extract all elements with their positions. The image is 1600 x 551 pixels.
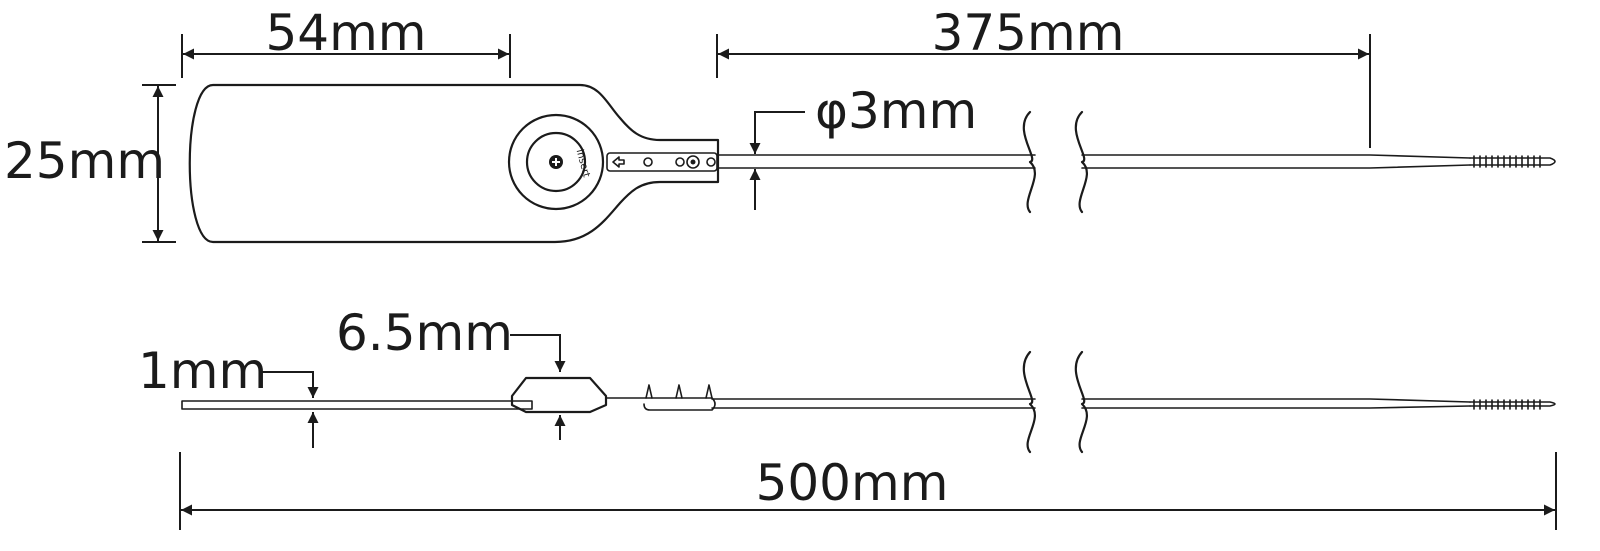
- rib-hole: [675, 157, 685, 167]
- channel: [606, 152, 718, 172]
- dim-25mm: 25mm: [4, 84, 176, 243]
- tail-side: [711, 398, 1471, 409]
- rib-hole: [686, 155, 700, 169]
- dim-phi3mm: φ3mm: [749, 82, 977, 210]
- label-6.5mm: 6.5mm: [336, 304, 513, 362]
- rib-hole: [706, 157, 716, 167]
- dim-54mm: 54mm: [181, 4, 511, 78]
- head-inner-ring: [525, 131, 587, 193]
- barbed-tip: [1469, 155, 1556, 168]
- label-phi3mm: φ3mm: [815, 82, 977, 140]
- dim-6.5mm: 6.5mm: [336, 304, 566, 440]
- side-view: [181, 350, 1556, 454]
- break-symbol-side: [1022, 350, 1036, 454]
- label-1mm: 1mm: [138, 342, 267, 400]
- tag-strip: [181, 400, 533, 410]
- dim-500mm: 500mm: [179, 452, 1557, 530]
- break-symbol: [1022, 110, 1036, 214]
- insert-label: insert: [574, 148, 592, 178]
- head-side: [510, 376, 608, 414]
- arrow-left-icon: [612, 156, 625, 168]
- top-view: insert: [188, 83, 1556, 244]
- label-500mm: 500mm: [756, 454, 949, 512]
- plus-icon: [549, 155, 563, 169]
- tail: [717, 154, 1471, 169]
- tag-outline: [188, 83, 720, 244]
- head-outer-ring: [507, 113, 605, 211]
- teeth: [645, 384, 713, 399]
- dim-1mm: 1mm: [138, 342, 319, 448]
- label-375mm: 375mm: [932, 4, 1125, 62]
- label-54mm: 54mm: [265, 4, 426, 62]
- label-25mm: 25mm: [4, 132, 165, 190]
- dim-375mm: 375mm: [716, 4, 1371, 148]
- barbed-tip-side: [1469, 399, 1556, 410]
- channel-side: [605, 397, 716, 411]
- rib-hole: [643, 157, 653, 167]
